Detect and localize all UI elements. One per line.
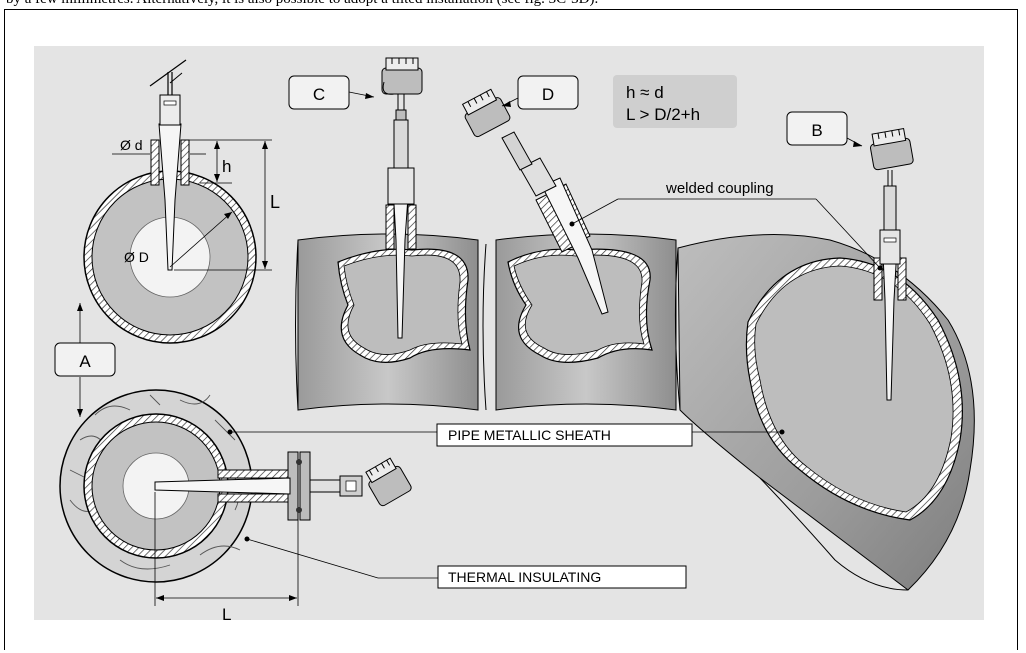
a-arrows	[77, 303, 83, 417]
dim-l-bottom: L	[222, 605, 231, 624]
formula-line-2: L > D/2+h	[626, 105, 700, 124]
callout-c-label: C	[313, 85, 325, 104]
pipe-section-c	[295, 57, 479, 411]
welded-coupling-leaders	[569, 198, 883, 271]
callout-a-label: A	[79, 352, 91, 371]
dim-small-d: Ø d	[120, 137, 143, 153]
cross-section-insulated	[59, 389, 412, 606]
thermal-insulating-callout: THERMAL INSULATING	[244, 536, 687, 589]
dim-big-d: Ø D	[124, 249, 149, 265]
pipe-elbow-b	[674, 128, 975, 591]
cross-section-top	[83, 59, 272, 344]
pipe-section-d	[461, 88, 677, 411]
pipe-sheath-callout: PIPE METALLIC SHEATH	[227, 423, 785, 447]
callout-a: A	[54, 342, 116, 377]
dim-h: h	[222, 157, 231, 176]
welded-coupling-label: welded coupling	[665, 180, 774, 197]
dim-l-top: L	[270, 192, 280, 212]
formula-line-1: h ≈ d	[626, 83, 664, 102]
callout-d: D	[501, 75, 579, 110]
callout-d-label: D	[542, 85, 554, 104]
callout-b-label: B	[811, 121, 822, 140]
figure-frame	[4, 9, 1018, 650]
pipe-sheath-label: PIPE METALLIC SHEATH	[448, 427, 611, 443]
thermal-insulating-label: THERMAL INSULATING	[448, 569, 601, 585]
callout-c: C	[288, 75, 375, 110]
formula-box: h ≈ d L > D/2+h	[613, 75, 737, 128]
intro-text: by a few millimetres. Alternatively, it …	[6, 0, 598, 8]
callout-b: B	[786, 111, 863, 147]
